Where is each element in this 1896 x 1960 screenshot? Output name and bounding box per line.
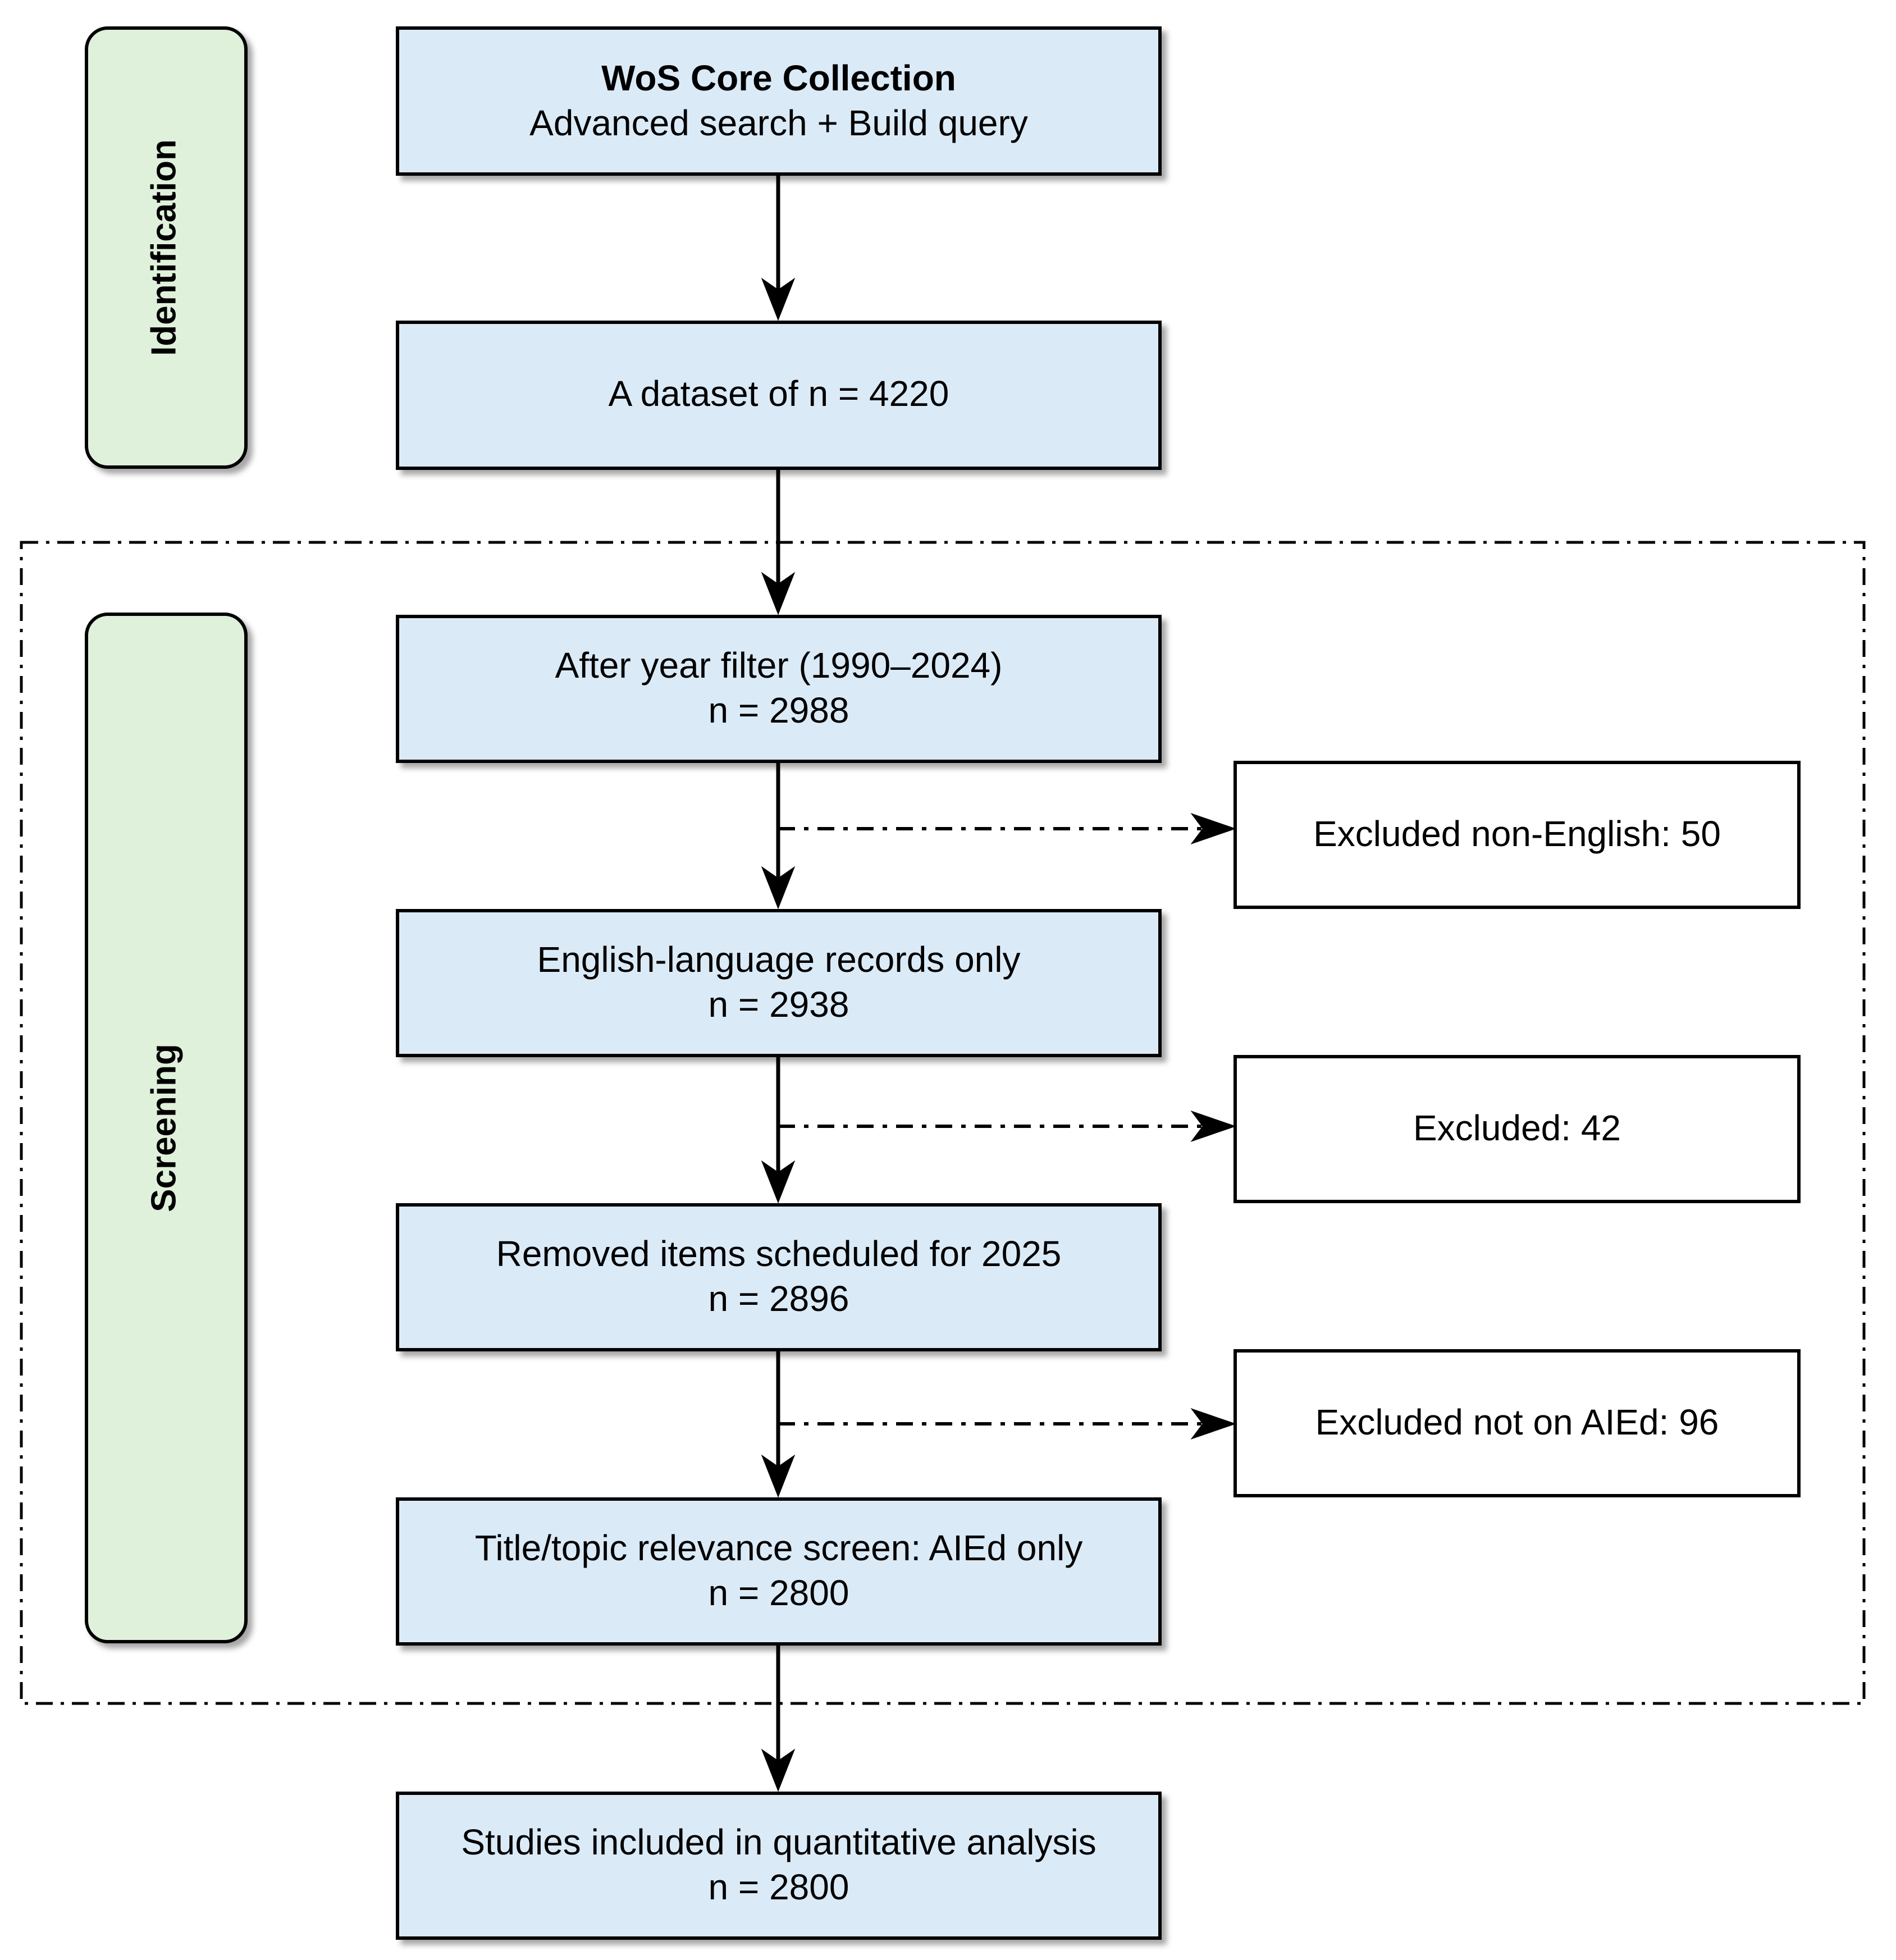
phase-screening: Screening <box>85 613 248 1643</box>
box-relevance-line1: Title/topic relevance screen: AIEd only <box>475 1528 1083 1568</box>
arrowhead-excl-42 <box>1190 1111 1237 1142</box>
box-english: English-language records only n = 2938 <box>396 909 1162 1057</box>
box-excl-42: Excluded: 42 <box>1233 1055 1801 1203</box>
box-excl-non-english: Excluded non-English: 50 <box>1233 761 1801 909</box>
box-excl-not-aied-text: Excluded not on AIEd: 96 <box>1315 1402 1719 1442</box>
arrowhead-to-included <box>761 1748 796 1792</box>
phase-identification: Identification <box>85 26 248 469</box>
exclusion-connectors <box>778 827 1213 1426</box>
box-removed-2025-line1: Removed items scheduled for 2025 <box>496 1233 1062 1274</box>
box-year-filter-line2: n = 2988 <box>709 690 849 730</box>
arrowhead-to-english <box>761 866 796 910</box>
box-relevance-line2: n = 2800 <box>709 1573 849 1613</box>
box-excl-not-aied: Excluded not on AIEd: 96 <box>1233 1349 1801 1497</box>
box-included: Studies included in quantitative analysi… <box>396 1792 1162 1940</box>
box-english-line1: English-language records only <box>537 939 1021 980</box>
screening-region-border <box>20 541 1866 1705</box>
box-year-filter-line1: After year filter (1990–2024) <box>555 645 1003 686</box>
box-included-line2: n = 2800 <box>709 1867 849 1907</box>
box-excl-non-english-text: Excluded non-English: 50 <box>1313 814 1721 854</box>
exclusion-arrowheads <box>1190 813 1237 1440</box>
box-wos-title: WoS Core Collection <box>601 58 956 98</box>
main-flow-arrowheads <box>761 277 796 1792</box>
box-included-line1: Studies included in quantitative analysi… <box>461 1822 1096 1862</box>
box-removed-2025-line2: n = 2896 <box>709 1278 849 1319</box>
box-relevance: Title/topic relevance screen: AIEd only … <box>396 1497 1162 1646</box>
arrowhead-to-year <box>761 572 796 615</box>
box-excl-42-text: Excluded: 42 <box>1413 1108 1621 1148</box>
box-year-filter: After year filter (1990–2024) n = 2988 <box>396 615 1162 763</box>
phase-screening-label: Screening <box>144 1044 183 1212</box>
box-english-line2: n = 2938 <box>709 984 849 1025</box>
arrowhead-excl-non-english <box>1190 813 1237 844</box>
box-removed-2025: Removed items scheduled for 2025 n = 289… <box>396 1203 1162 1351</box>
arrowhead-excl-not-aied <box>1190 1408 1237 1440</box>
box-dataset-text: A dataset of n = 4220 <box>609 373 949 414</box>
arrowhead-to-relevance <box>761 1454 796 1498</box>
phase-identification-label: Identification <box>144 139 183 356</box>
box-dataset: A dataset of n = 4220 <box>396 321 1162 470</box>
arrowhead-to-removed <box>761 1160 796 1204</box>
box-wos: WoS Core Collection Advanced search + Bu… <box>396 26 1162 176</box>
box-wos-subtitle: Advanced search + Build query <box>529 103 1028 143</box>
arrowhead-to-dataset <box>761 277 796 321</box>
